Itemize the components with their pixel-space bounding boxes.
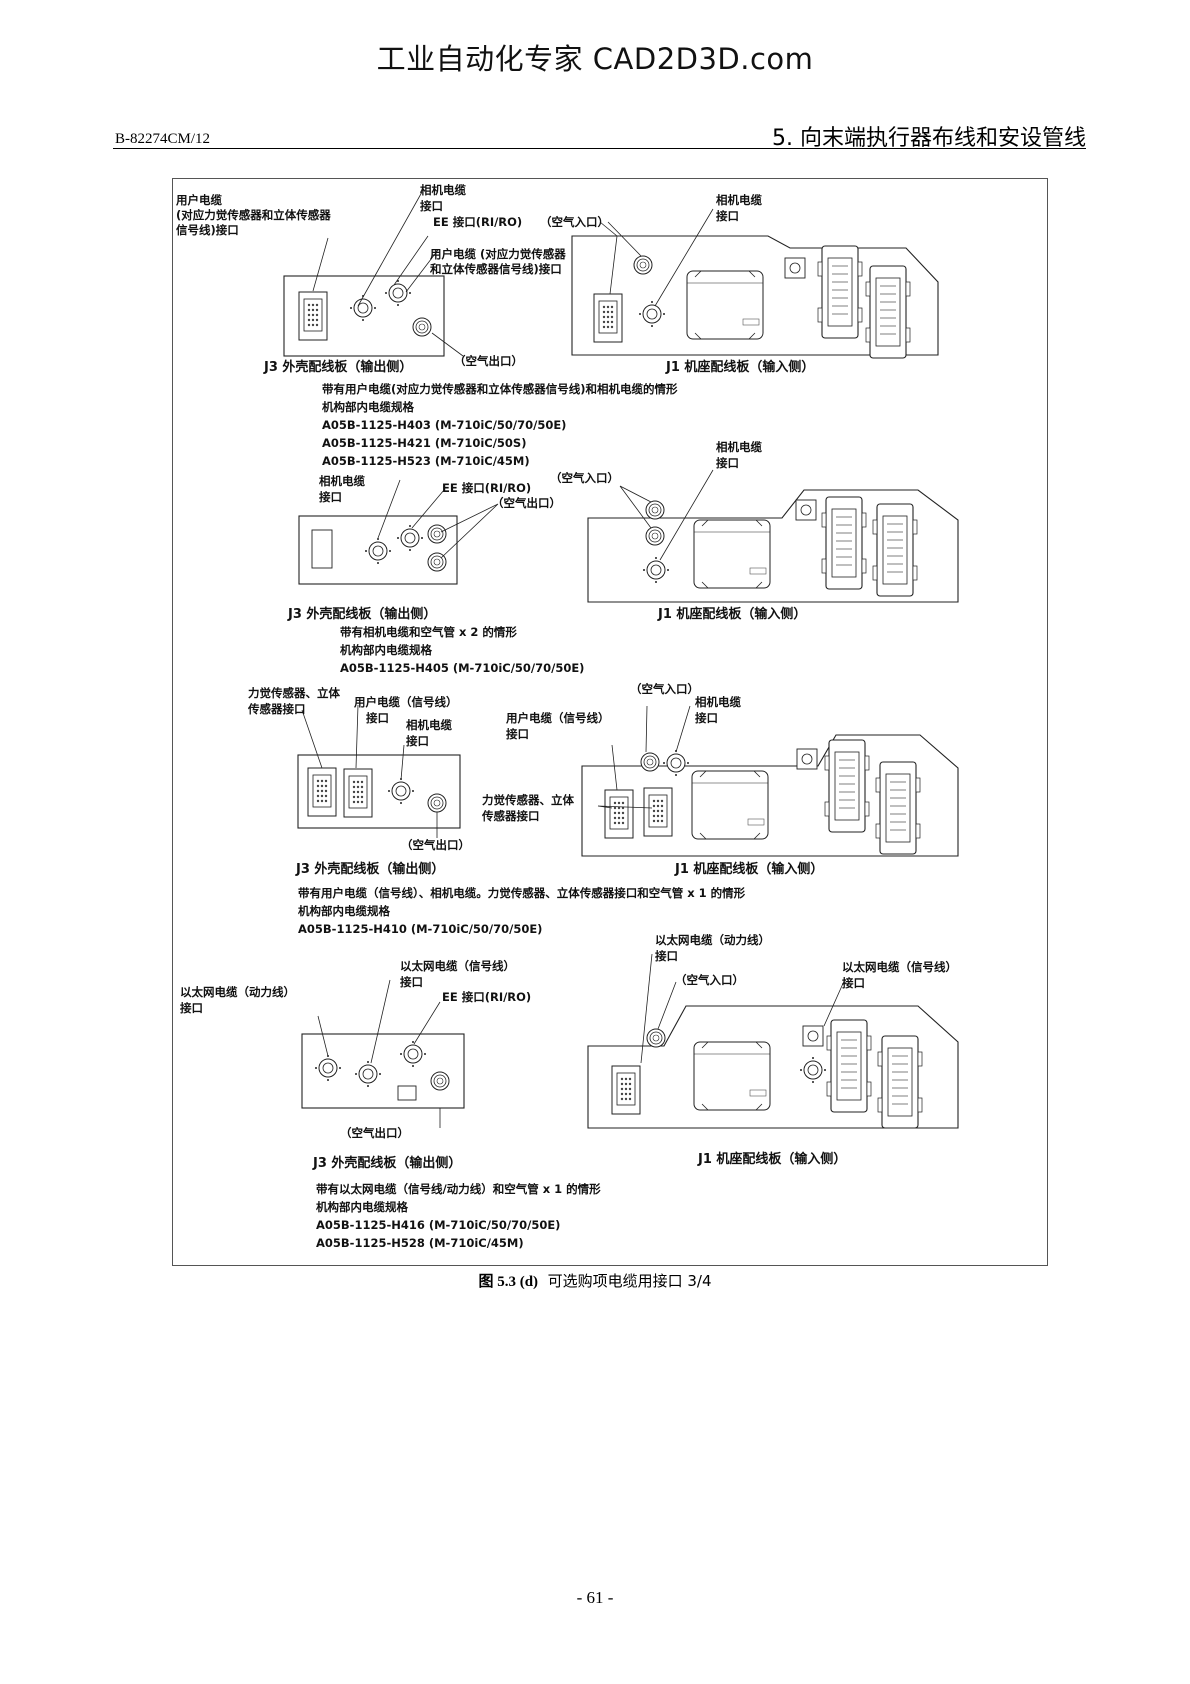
small-connector-icon (802, 1025, 824, 1047)
eth-power-right-icon (611, 1065, 641, 1115)
label-camera-right: 相机电缆 接口 (716, 193, 766, 223)
label-camera-right: 相机电缆 接口 (695, 695, 745, 725)
label-air-out: （空气出口） (340, 1126, 409, 1140)
label-force-sensor-right: 力觉传感器、立体 传感器接口 (481, 793, 578, 823)
ground-block-icon (397, 1085, 417, 1101)
label-camera: 相机电缆 接口 (420, 183, 470, 213)
panel-4-desc: 带有以太网电缆（信号线/动力线）和空气管 x 1 的情形 机构部内电缆规格 A0… (316, 1182, 605, 1250)
user-connector-right-icon (593, 293, 623, 343)
label-force-sensor: 力觉传感器、立体 传感器接口 (247, 686, 344, 716)
label-user-cable-2: 用户电缆 (对应力觉传感器 和立体传感器信号线)接口 (429, 247, 570, 276)
air-in-fitting-icon (645, 526, 665, 546)
label-eth-signal: 以太网电缆（信号线） 接口 (400, 959, 519, 989)
panel-1: 用户电缆 (对应力觉传感器和立体传感器 信号线)接口 相机电缆 接口 EE 接口… (175, 183, 939, 468)
label-eth-signal-right: 以太网电缆（信号线） 接口 (842, 960, 961, 990)
air-out-fitting-icon (430, 1071, 450, 1091)
panel-2-right-title: J1 机座配线板（输入侧） (657, 606, 806, 622)
label-ee: EE 接口(RI/RO) (442, 990, 531, 1004)
force-sensor-connector-icon (307, 767, 337, 817)
air-out-fitting-icon (427, 524, 447, 544)
cover-box-icon (691, 770, 769, 840)
j3-plate-4 (301, 1033, 465, 1109)
air-in-fitting-icon (645, 500, 665, 520)
panel-1-right-title: J1 机座配线板（输入侧） (665, 359, 814, 375)
air-in-fitting-icon (646, 1028, 666, 1048)
small-connector-icon (796, 748, 818, 770)
big-connector-icon (872, 503, 918, 597)
label-user-cable: 用户电缆 (对应力觉传感器和立体传感器 信号线)接口 (175, 193, 335, 237)
page-number: - 61 - (576, 1588, 614, 1607)
panel-2-desc: 带有相机电缆和空气管 x 2 的情形 机构部内电缆规格 A05B-1125-H4… (340, 625, 584, 675)
big-connector-icon (824, 739, 870, 833)
label-camera-right: 相机电缆 接口 (716, 440, 766, 470)
label-camera: 相机电缆 接口 (406, 718, 456, 748)
air-out-fitting-icon (427, 793, 447, 813)
label-camera: 相机电缆 接口 (319, 474, 369, 504)
user-connector-icon (298, 291, 328, 341)
label-air-out: （空气出口） (401, 838, 470, 852)
force-sensor-right-icon (604, 789, 634, 839)
cover-box-icon (693, 519, 771, 589)
cover-box-icon (693, 1041, 771, 1111)
doc-id: B-82274CM/12 (115, 131, 211, 147)
watermark: 工业自动化专家 CAD2D3D.com (376, 42, 814, 76)
label-air-in: （空气入口） (540, 215, 609, 229)
air-out-fitting-icon (412, 317, 432, 337)
panel-4: 以太网电缆（动力线） 接口 以太网电缆（信号线） 接口 EE 接口(RI/RO)… (180, 933, 961, 1250)
big-connector-icon (821, 496, 867, 590)
panel-4-right-title: J1 机座配线板（输入侧） (697, 1151, 846, 1167)
panel-3: 力觉传感器、立体 传感器接口 用户电缆（信号线） 接口 相机电缆 接口 （空气出… (247, 682, 959, 936)
air-in-fitting-icon (633, 255, 653, 275)
label-ee: EE 接口(RI/RO) (433, 215, 522, 229)
label-ee: EE 接口(RI/RO) (442, 481, 531, 495)
big-connector-icon (817, 245, 863, 339)
label-user-signal-right: 用户电缆（信号线） 接口 (505, 711, 614, 741)
panel-3-right-title: J1 机座配线板（输入侧） (674, 861, 823, 877)
blank-plate-icon (311, 529, 333, 569)
panel-2-left-title: J3 外壳配线板（输出侧） (287, 606, 436, 622)
label-air-in: （空气入口） (675, 973, 744, 987)
section-title: 5. 向末端执行器布线和安设管线 (772, 126, 1086, 151)
user-signal-connector-icon (343, 768, 373, 818)
label-eth-power: 以太网电缆（动力线） 接口 (180, 985, 299, 1015)
label-eth-power-right: 以太网电缆（动力线） 接口 (655, 933, 774, 963)
label-air-in: （空气入口） (550, 471, 619, 485)
small-connector-icon (795, 499, 817, 521)
small-connector-icon (784, 257, 806, 279)
figure-frame (172, 178, 1048, 1266)
panel-1-desc: 带有用户电缆(对应力觉传感器和立体传感器信号线)和相机电缆的情形 机构部内电缆规… (322, 382, 682, 468)
panel-1-left-title: J3 外壳配线板（输出侧） (263, 359, 412, 375)
big-connector-icon (826, 1019, 872, 1113)
big-connector-icon (865, 265, 911, 359)
panel-2: 相机电缆 接口 EE 接口(RI/RO) （空气出口） （空气入口） 相机电缆 … (287, 440, 959, 675)
figure-caption: 图 5.3 (d) 可选购项电缆用接口 3/4 (0, 1270, 1190, 1291)
label-air-out: （空气出口） (492, 496, 561, 510)
big-connector-icon (877, 1035, 923, 1129)
panel-4-left-title: J3 外壳配线板（输出侧） (312, 1155, 461, 1171)
figure-title: 可选购项电缆用接口 3/4 (547, 1272, 712, 1290)
label-user-signal: 用户电缆（信号线） 接口 (353, 695, 462, 725)
label-air-out: （空气出口） (454, 354, 523, 368)
panel-3-desc: 带有用户电缆（信号线）、相机电缆。力觉传感器、立体传感器接口和空气管 x 1 的… (298, 886, 749, 936)
air-in-fitting-icon (640, 752, 660, 772)
panel-3-left-title: J3 外壳配线板（输出侧） (295, 861, 444, 877)
figure-number: 图 5.3 (d) (478, 1274, 539, 1290)
big-connector-icon (875, 761, 921, 855)
cover-box-icon (686, 270, 764, 340)
header-rule (113, 148, 1086, 149)
user-signal-right-icon (643, 787, 673, 837)
label-air-in: （空气入口） (630, 682, 699, 696)
